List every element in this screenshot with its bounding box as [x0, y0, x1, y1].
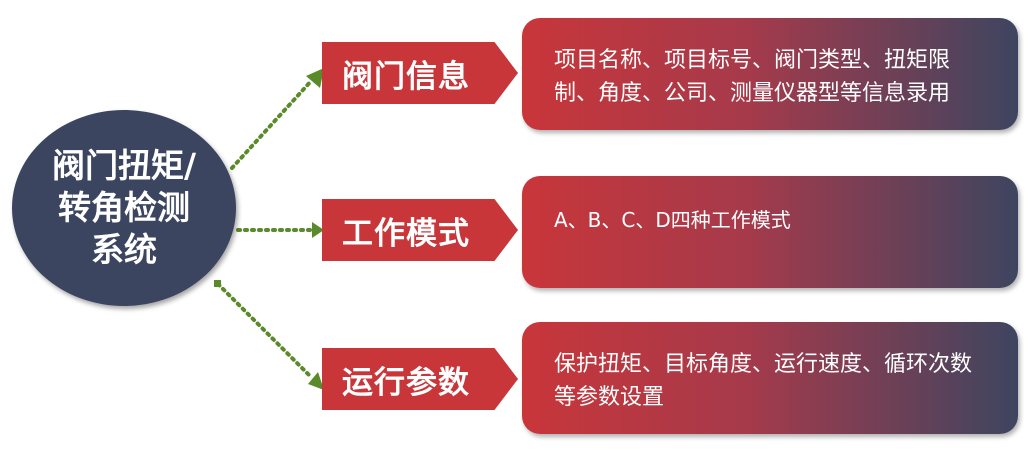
branch-description: A、B、C、D四种工作模式 [554, 208, 791, 232]
arrowhead-2-icon [312, 222, 324, 238]
arrowhead-3-icon [308, 372, 324, 390]
branch-tag-work-mode: 工作模式 [322, 199, 518, 261]
connector-line-1 [230, 78, 314, 170]
branch-tag-label: 工作模式 [342, 215, 470, 252]
branch-tag-label: 运行参数 [342, 364, 470, 401]
hub-circle: 阀门扭矩/转角检测系统 [12, 110, 236, 306]
branch-tag-valve-info: 阀门信息 [322, 42, 518, 104]
arrowhead-1-icon [306, 68, 324, 88]
branch-description: 保护扭矩、目标角度、运行速度、循环次数等参数设置 [554, 352, 973, 410]
hub-title: 阀门扭矩/转角检测系统 [51, 146, 197, 269]
branch-tag-label: 阀门信息 [342, 58, 470, 95]
branch-panel-run-params: 保护扭矩、目标角度、运行速度、循环次数等参数设置 [522, 322, 1018, 434]
branch-tag-run-params: 运行参数 [322, 348, 518, 410]
branch-description: 项目名称、项目标号、阀门类型、扭矩限制、角度、公司、测量仪器型等信息录用 [554, 48, 951, 106]
connector-line-3 [216, 282, 314, 380]
branch-panel-valve-info: 项目名称、项目标号、阀门类型、扭矩限制、角度、公司、测量仪器型等信息录用 [522, 18, 1018, 130]
branch-panel-work-mode: A、B、C、D四种工作模式 [522, 176, 1018, 288]
connector-start-dot [214, 280, 221, 287]
